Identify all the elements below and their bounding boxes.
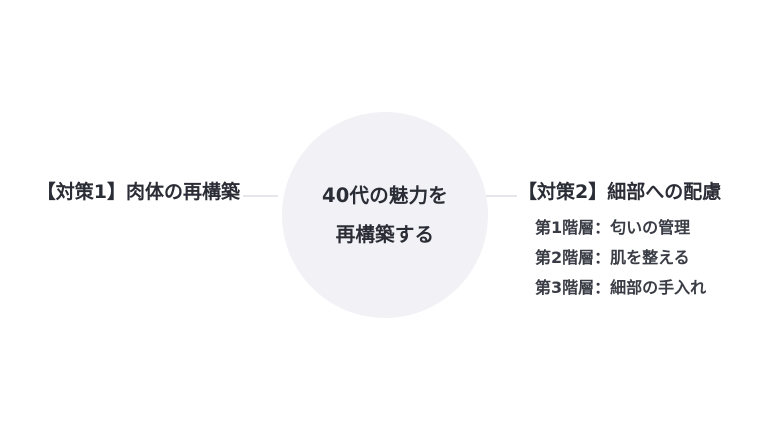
branch-right-title: 【対策2】細部への配慮 [518, 181, 722, 203]
connector-line-right [482, 195, 517, 197]
list-item: 第3階層：細部の手入れ [535, 277, 707, 297]
branch-left: 【対策1】肉体の再構築 [0, 181, 240, 205]
branch-left-title: 【対策1】肉体の再構築 [36, 181, 240, 203]
list-item: 第1階層：匂いの管理 [535, 217, 691, 237]
hub-title-line-2: 再構築する [335, 223, 435, 246]
hub-title-line-1: 40代の魅力を [321, 183, 449, 207]
center-hub-circle: 40代の魅力を 再構築する [282, 112, 488, 318]
branch-right: 【対策2】細部への配慮 第1階層：匂いの管理 第2階層：肌を整える 第3階層：細… [518, 181, 740, 296]
branch-right-item-list: 第1階層：匂いの管理 第2階層：肌を整える 第3階層：細部の手入れ [518, 217, 740, 297]
list-item: 第2階層：肌を整える [535, 247, 690, 267]
connector-line-left [243, 195, 278, 197]
